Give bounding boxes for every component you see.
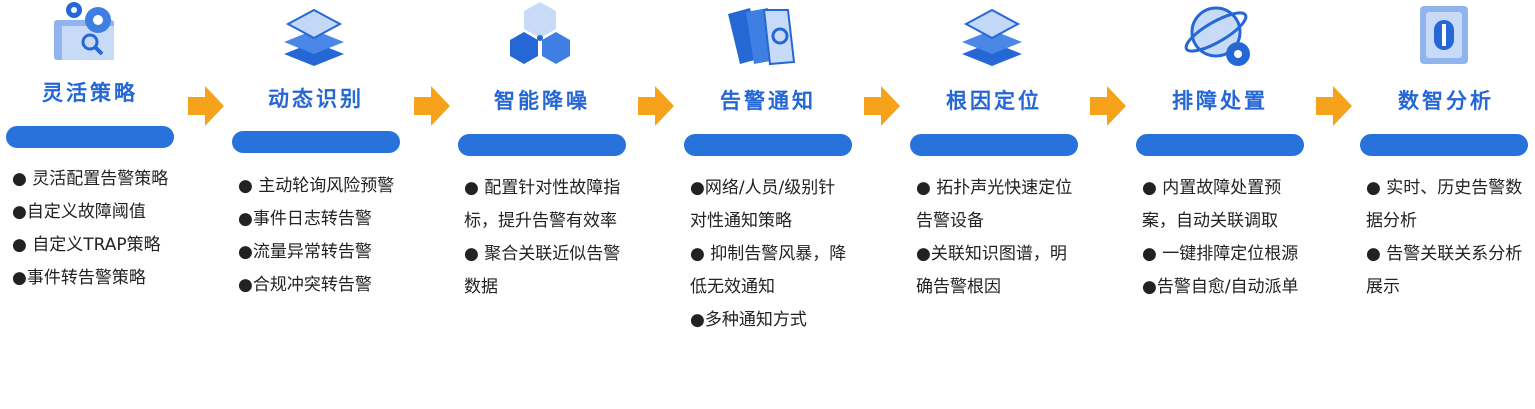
stage-item-list: ● 实时、历史告警数据分析 ● 告警关联关系分析展示	[1366, 172, 1526, 304]
globe-gear-icon	[1184, 6, 1250, 66]
stage-item-list: ● 内置故障处置预案，自动关联调取 ● 一键排障定位根源 ●告警自愈/自动派单	[1142, 172, 1302, 304]
stage-bar	[684, 134, 852, 156]
stage-title: 排障处置	[1172, 89, 1268, 113]
flow-arrow-icon	[188, 86, 224, 126]
flow-arrow-icon	[1090, 86, 1126, 126]
list-item: ● 灵活配置告警策略	[12, 169, 169, 189]
gear-search-icon	[54, 2, 114, 60]
stage-bar	[232, 131, 400, 153]
cards-icon	[728, 8, 796, 66]
list-item: ● 拓扑声光快速定位告警设备	[916, 178, 1073, 231]
list-item: ●网络/人员/级别针对性通知策略	[690, 178, 836, 231]
stage-bar	[1360, 134, 1528, 156]
list-item: ●事件转告警策略	[12, 268, 146, 288]
layers-icon	[284, 8, 344, 66]
cubes-icon	[510, 2, 570, 64]
stage-bar	[458, 134, 626, 156]
stage-title: 告警通知	[720, 89, 816, 113]
flow-arrow-icon	[864, 86, 900, 126]
stage-title: 数智分析	[1398, 89, 1494, 113]
stage-item-list: ● 配置针对性故障指标，提升告警有效率 ● 聚合关联近似告警数据	[464, 172, 624, 304]
flow-arrow-icon	[1316, 86, 1352, 126]
list-item: ● 一键排障定位根源	[1142, 244, 1299, 264]
cabinet-icon	[1420, 6, 1468, 64]
stage-title: 灵活策略	[42, 81, 138, 105]
stage-item-list: ● 拓扑声光快速定位告警设备 ●关联知识图谱，明确告警根因	[916, 172, 1076, 304]
list-item: ● 主动轮询风险预警	[238, 176, 395, 196]
stage-bar	[1136, 134, 1304, 156]
flow-arrow-icon	[638, 86, 674, 126]
stage-item-list: ● 灵活配置告警策略 ●自定义故障阈值 ● 自定义TRAP策略 ●事件转告警策略	[12, 163, 172, 295]
list-item: ● 告警关联关系分析展示	[1366, 244, 1523, 297]
list-item: ● 内置故障处置预案，自动关联调取	[1142, 178, 1282, 231]
stage-title: 智能降噪	[494, 89, 590, 113]
list-item: ●合规冲突转告警	[238, 275, 372, 295]
list-item: ●流量异常转告警	[238, 242, 372, 262]
list-item: ● 抑制告警风暴，降低无效通知	[690, 244, 847, 297]
list-item: ●自定义故障阈值	[12, 202, 146, 222]
list-item: ●多种通知方式	[690, 310, 807, 330]
list-item: ●事件日志转告警	[238, 209, 372, 229]
stage-title: 动态识别	[268, 87, 364, 111]
stage-bar	[910, 134, 1078, 156]
layers-icon	[962, 8, 1022, 66]
list-item: ● 配置针对性故障指标，提升告警有效率	[464, 178, 621, 231]
flow-arrow-icon	[414, 86, 450, 126]
stage-item-list: ● 主动轮询风险预警 ●事件日志转告警 ●流量异常转告警 ●合规冲突转告警	[238, 170, 398, 302]
stage-item-list: ●网络/人员/级别针对性通知策略 ● 抑制告警风暴，降低无效通知 ●多种通知方式	[690, 172, 850, 337]
list-item: ●关联知识图谱，明确告警根因	[916, 244, 1067, 297]
stage-title: 根因定位	[946, 89, 1042, 113]
list-item: ● 自定义TRAP策略	[12, 235, 161, 255]
list-item: ● 实时、历史告警数据分析	[1366, 178, 1523, 231]
list-item: ●告警自愈/自动派单	[1142, 277, 1299, 297]
list-item: ● 聚合关联近似告警数据	[464, 244, 621, 297]
stage-bar	[6, 126, 174, 148]
